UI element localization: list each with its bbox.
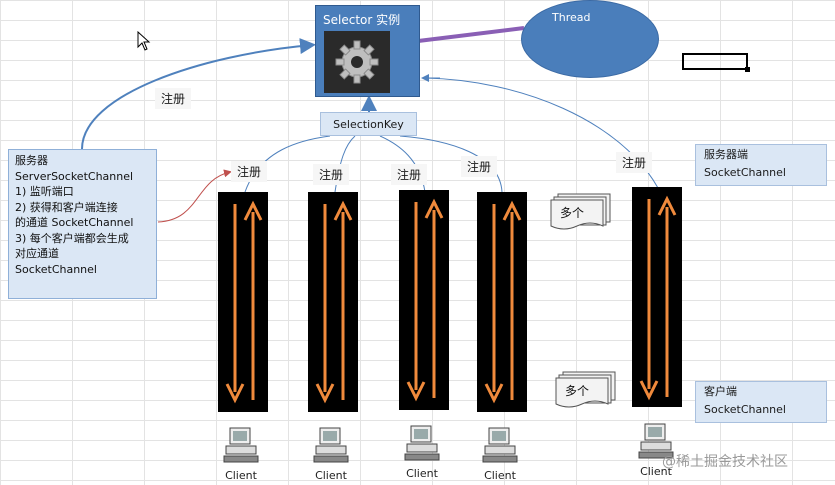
server-to-channel-arrow xyxy=(157,169,232,223)
register-label-5: 注册 xyxy=(616,152,653,173)
multi-label-top: 多个 xyxy=(560,206,585,220)
server-line-3: 1) 监听端口 xyxy=(15,185,74,198)
server-line-8: SocketChannel xyxy=(15,262,97,276)
server-line-5: 的通道 SocketChannel xyxy=(15,216,134,229)
client-side-label: 客户端 SocketChannel xyxy=(695,381,827,423)
client-1: Client xyxy=(221,426,261,482)
computer-icon xyxy=(638,423,674,459)
register-label-2: 注册 xyxy=(313,164,350,185)
server-line-4: 2) 获得和客户端连接 xyxy=(15,200,118,214)
mouse-cursor-icon xyxy=(137,31,151,51)
bidirectional-arrow-icon xyxy=(218,192,268,412)
channel-3 xyxy=(399,190,449,414)
client-label: Client xyxy=(640,465,672,478)
channel-4 xyxy=(477,192,527,416)
document-stack-icon xyxy=(555,371,616,408)
register-label-top: 注册 xyxy=(155,88,192,109)
computer-icon xyxy=(223,427,259,463)
computer-icon xyxy=(482,427,518,463)
client-5: Client xyxy=(636,422,676,478)
channel-5 xyxy=(632,187,684,411)
client-label: Client xyxy=(315,469,347,482)
server-line-6: 3) 每个客户端都会生成 xyxy=(15,231,129,245)
client-4: Client xyxy=(480,426,520,482)
server-register-arrow xyxy=(81,38,316,150)
client-label: Client xyxy=(225,469,257,482)
multi-label-bottom: 多个 xyxy=(565,384,590,398)
channel-2 xyxy=(308,192,358,416)
gear-icon xyxy=(324,31,390,93)
selector-title: Selector 实例 xyxy=(323,13,401,27)
selector-box: Selector 实例 xyxy=(315,5,420,97)
client-3: Client xyxy=(402,424,442,480)
multiple-channels-bottom: 多个 xyxy=(555,370,617,410)
key-curve-4 xyxy=(399,135,503,193)
computer-icon xyxy=(404,425,440,461)
client-2: Client xyxy=(311,426,351,482)
client-label: Client xyxy=(484,469,516,482)
selected-cell[interactable] xyxy=(682,53,750,72)
server-side-line-1: 服务器端 xyxy=(704,148,748,161)
thread-label: Thread xyxy=(552,11,591,24)
bidirectional-arrow-icon xyxy=(308,192,358,412)
client-side-line-1: 客户端 xyxy=(704,385,737,398)
server-side-line-2: SocketChannel xyxy=(704,166,786,179)
register-label-1: 注册 xyxy=(231,161,268,182)
multiple-channels-top: 多个 xyxy=(550,192,612,232)
computer-icon xyxy=(313,427,349,463)
register-label-3: 注册 xyxy=(391,164,428,185)
server-side-label: 服务器端 SocketChannel xyxy=(695,144,827,186)
register-label-4: 注册 xyxy=(461,156,498,177)
server-line-7: 对应通道 xyxy=(15,247,59,260)
client-label: Client xyxy=(406,467,438,480)
bidirectional-arrow-icon xyxy=(477,192,527,412)
watermark: @稀土掘金技术社区 xyxy=(662,454,788,470)
bidirectional-arrow-icon xyxy=(399,190,449,410)
thread-node: Thread xyxy=(521,0,659,78)
server-line-1: 服务器 xyxy=(15,154,48,167)
selector-thread-line xyxy=(409,26,525,44)
client-side-line-2: SocketChannel xyxy=(704,403,786,416)
server-line-2: ServerSocketChannel xyxy=(15,169,134,183)
bidirectional-arrow-icon xyxy=(632,187,684,409)
channel-1 xyxy=(218,192,268,416)
selection-key-box: SelectionKey xyxy=(320,112,417,136)
server-socket-channel-box: 服务器 ServerSocketChannel 1) 监听端口 2) 获得和客户… xyxy=(8,149,157,299)
document-stack-icon xyxy=(550,193,611,230)
